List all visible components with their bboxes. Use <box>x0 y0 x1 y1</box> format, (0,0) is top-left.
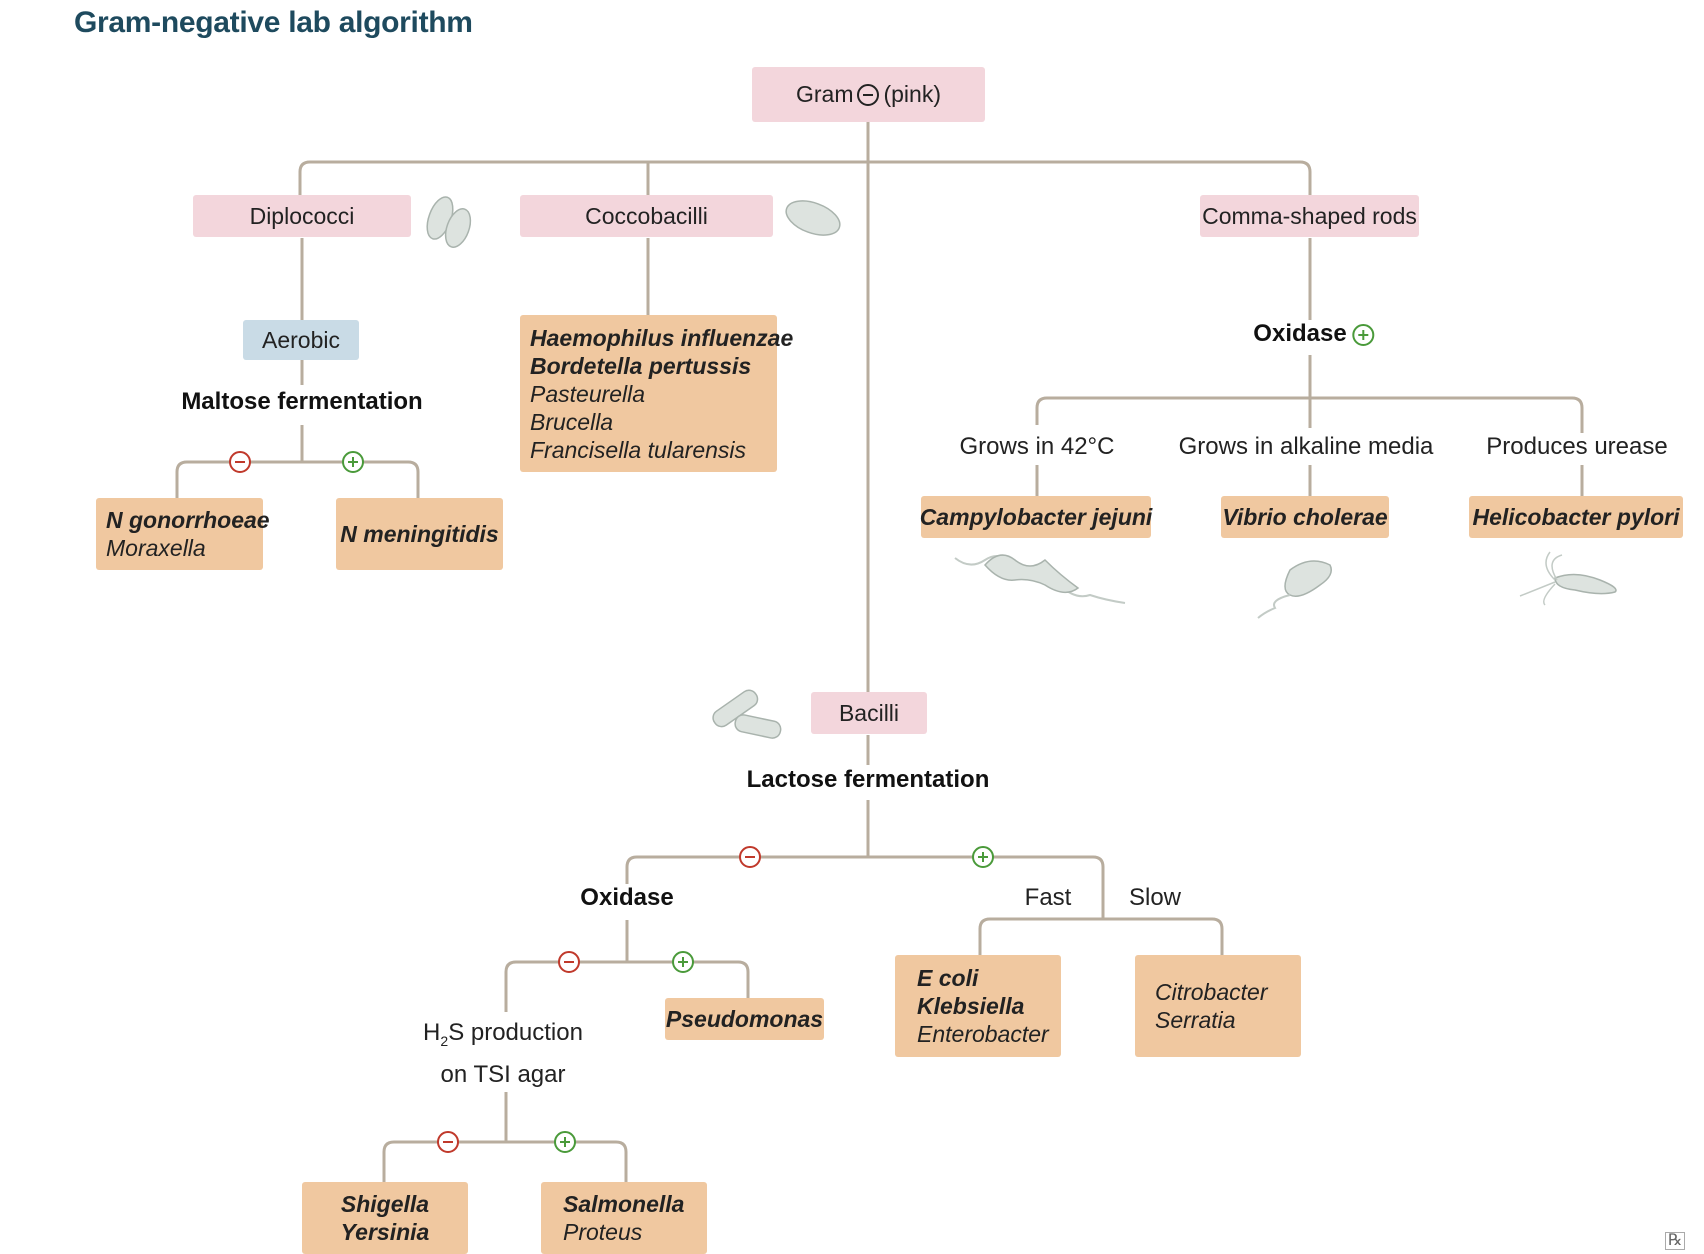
fast-fermenters-box: E coli Klebsiella Enterobacter <box>895 955 1061 1057</box>
helicobacter-illustration <box>1519 551 1617 606</box>
maltose-negative-box: N gonorrhoeae Moraxella <box>96 498 270 570</box>
root-prefix: Gram <box>795 81 854 107</box>
pseudomonas-box: Pseudomonas <box>665 998 824 1040</box>
organism-e-coli: E coli <box>917 965 979 991</box>
organism-francisella-tularensis: Francisella tularensis <box>530 436 747 463</box>
produces-urease-label: Produces urease <box>1483 433 1671 461</box>
organism-yersinia: Yersinia <box>340 1219 430 1245</box>
organism-pasteurella: Pasteurella <box>530 380 646 407</box>
grows-alkaline-label: Grows in alkaline media <box>1175 433 1437 461</box>
maltose-positive-box: N meningitidis <box>336 498 503 570</box>
organism-moraxella: Moraxella <box>106 535 206 561</box>
organism-proteus: Proteus <box>563 1219 643 1245</box>
slow-label: Slow <box>1125 884 1185 912</box>
bacilli-oxidase-label: Oxidase <box>576 884 678 912</box>
comma-shaped-rods-box: Comma-shaped rods <box>1200 195 1419 237</box>
page-title: Gram-negative lab algorithm <box>74 6 473 39</box>
helicobacter-box: Helicobacter pylori <box>1469 496 1683 538</box>
organism-brucella: Brucella <box>530 408 614 435</box>
aerobic-box: Aerobic <box>243 320 359 360</box>
plus-icon <box>1352 323 1375 346</box>
grows-42c-label: Grows in 42°C <box>956 433 1118 461</box>
organism-serratia: Serratia <box>1155 1007 1236 1033</box>
h2s-negative-box: Shigella Yersinia <box>302 1182 468 1254</box>
diplococci-illustration <box>426 196 472 248</box>
organism-klebsiella: Klebsiella <box>917 993 1025 1019</box>
campylobacter-box: Campylobacter jejuni <box>919 496 1153 538</box>
h2s-line-1: H2S production <box>423 1019 583 1049</box>
organism-salmonella: Salmonella <box>563 1191 685 1217</box>
coccobacilli-box: Coccobacilli <box>520 195 773 237</box>
minus-icon <box>857 83 880 106</box>
coccobacilli-illustration <box>785 200 841 236</box>
slow-fermenters-box: Citrobacter Serratia <box>1135 955 1301 1057</box>
h2s-line-2: on TSI agar <box>440 1060 566 1088</box>
gram-negative-root-box: Gram (pink) <box>752 67 985 122</box>
diplococci-box: Diplococci <box>193 195 411 237</box>
h2s-positive-box: Salmonella Proteus <box>541 1182 707 1254</box>
bacilli-illustration <box>712 689 782 739</box>
plus-icon <box>672 951 694 973</box>
organism-pseudomonas: Pseudomonas <box>665 1006 824 1032</box>
comma-oxidase-label: Oxidase <box>1249 320 1379 348</box>
fast-label: Fast <box>1021 884 1075 912</box>
organism-n-meningitidis: N meningitidis <box>340 521 499 547</box>
organism-haemophilus-influenzae: Haemophilus influenzae <box>530 324 794 351</box>
organism-vibrio-cholerae: Vibrio cholerae <box>1222 504 1388 530</box>
vibrio-illustration <box>1257 560 1332 619</box>
bacilli-box: Bacilli <box>811 692 927 734</box>
h2s-production-label: H2S production on TSI agar <box>420 1016 586 1092</box>
organism-bordetella-pertussis: Bordetella pertussis <box>530 352 752 379</box>
comma-oxidase-text: Oxidase <box>1253 320 1347 347</box>
organism-helicobacter-pylori: Helicobacter pylori <box>1472 504 1680 530</box>
minus-icon <box>558 951 580 973</box>
organism-shigella: Shigella <box>340 1191 430 1217</box>
minus-icon <box>437 1131 459 1153</box>
root-suffix: (pink) <box>883 81 941 107</box>
plus-icon <box>972 846 994 868</box>
lactose-fermentation-label: Lactose fermentation <box>742 766 994 794</box>
organism-n-gonorrhoeae: N gonorrhoeae <box>106 507 270 533</box>
campylobacter-body <box>983 554 1080 594</box>
coccobacilli-organisms-box: Haemophilus influenzae Bordetella pertus… <box>520 315 793 472</box>
organism-citrobacter: Citrobacter <box>1155 979 1268 1005</box>
plus-icon <box>554 1131 576 1153</box>
minus-icon <box>229 451 251 473</box>
maltose-fermentation-label: Maltose fermentation <box>177 388 427 416</box>
rx-logo: ℞ <box>1665 1232 1686 1250</box>
minus-icon <box>739 846 761 868</box>
vibrio-box: Vibrio cholerae <box>1221 496 1389 538</box>
organism-enterobacter: Enterobacter <box>917 1021 1049 1047</box>
plus-icon <box>342 451 364 473</box>
organism-campylobacter-jejuni: Campylobacter jejuni <box>919 504 1153 530</box>
